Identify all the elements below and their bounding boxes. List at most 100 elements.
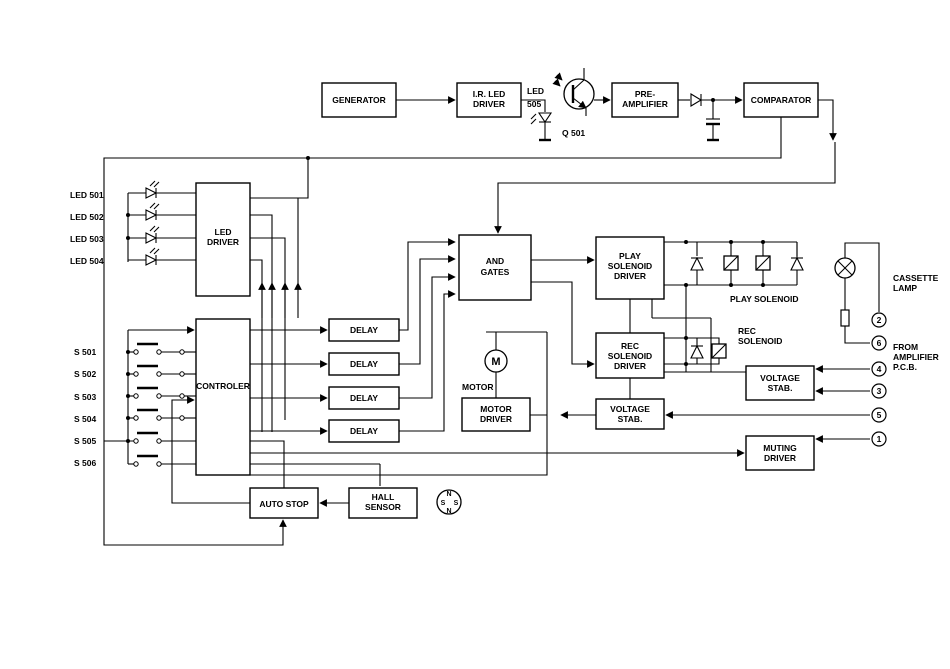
svg-text:MOTOR: MOTOR	[480, 404, 511, 414]
svg-text:PLAY: PLAY	[619, 251, 641, 261]
led-driver-block: LED DRIVER	[195, 182, 251, 297]
svg-text:STAB.: STAB.	[618, 414, 643, 424]
svg-text:6: 6	[877, 338, 882, 348]
svg-text:S 506: S 506	[74, 458, 96, 468]
svg-text:DRIVER: DRIVER	[614, 361, 646, 371]
voltage-stab-block-middle: VOLTAGE STAB.	[595, 398, 665, 430]
svg-text:DRIVER: DRIVER	[207, 237, 239, 247]
terminal-3: 3	[871, 383, 887, 399]
svg-text:AMPLIFIER: AMPLIFIER	[893, 352, 939, 362]
hall-sensor-block: HALL SENSOR	[348, 487, 418, 519]
terminal-5: 5	[871, 407, 887, 423]
rec-solenoid-label: REC	[738, 326, 756, 336]
svg-text:M: M	[491, 356, 500, 368]
svg-text:S 505: S 505	[74, 436, 96, 446]
terminal-4: 4	[871, 361, 887, 377]
svg-text:1: 1	[877, 434, 882, 444]
switch-s501: S 501	[74, 342, 196, 357]
delay-block-4: DELAY	[328, 419, 400, 443]
ir-led-505-icon	[530, 112, 553, 142]
led-502-row: LED 502	[70, 202, 196, 222]
switch-s502: S 502	[74, 364, 196, 379]
terminal-1: 1	[871, 431, 887, 447]
svg-text:STAB.: STAB.	[768, 383, 793, 393]
svg-text:SOLENOID: SOLENOID	[608, 351, 652, 361]
svg-text:DRIVER: DRIVER	[473, 99, 505, 109]
led-505-label: LED	[527, 86, 544, 96]
svg-text:2: 2	[877, 315, 882, 325]
ir-led-driver-block: I.R. LED DRIVER	[456, 82, 522, 118]
muting-driver-block: MUTING DRIVER	[745, 435, 815, 471]
preamplifier-block: PRE- AMPLIFIER	[611, 82, 679, 118]
motor-label: MOTOR	[462, 382, 493, 392]
cassette-lamp-icon	[834, 257, 856, 279]
svg-text:DRIVER: DRIVER	[480, 414, 512, 424]
switch-s503: S 503	[74, 386, 196, 402]
diode-icon	[690, 93, 703, 107]
svg-text:VOLTAGE: VOLTAGE	[610, 404, 650, 414]
and-gates-block: AND GATES	[458, 234, 532, 301]
svg-text:S 504: S 504	[74, 414, 96, 424]
delay-block-1: DELAY	[328, 318, 400, 342]
from-amplifier-label: FROM	[893, 342, 918, 352]
svg-text:I.R. LED: I.R. LED	[473, 89, 506, 99]
svg-text:DELAY: DELAY	[350, 359, 378, 369]
svg-text:LED 501: LED 501	[70, 190, 104, 200]
svg-text:LED: LED	[215, 227, 232, 237]
rec-solenoid-coil-icon	[711, 343, 727, 359]
motor-driver-block: MOTOR DRIVER	[461, 397, 531, 432]
terminal-6: 6	[871, 335, 887, 351]
q501-label: Q 501	[562, 128, 585, 138]
rec-solenoid-diode-icon	[690, 338, 704, 364]
svg-text:AUTO STOP: AUTO STOP	[259, 499, 309, 509]
svg-text:LED 502: LED 502	[70, 212, 104, 222]
phototransistor-q501-icon	[552, 68, 595, 116]
comparator-block: COMPARATOR	[743, 82, 819, 118]
svg-text:HALL: HALL	[372, 492, 395, 502]
svg-text:505: 505	[527, 99, 541, 109]
auto-stop-block: AUTO STOP	[249, 487, 319, 519]
svg-text:MUTING: MUTING	[763, 443, 797, 453]
svg-text:4: 4	[877, 364, 882, 374]
play-solenoid-driver-block: PLAY SOLENOID DRIVER	[595, 236, 665, 300]
svg-text:N: N	[446, 491, 451, 498]
led-504-row: LED 504	[70, 247, 196, 266]
terminal-2: 2	[871, 312, 887, 328]
svg-text:REC: REC	[621, 341, 639, 351]
svg-text:VOLTAGE: VOLTAGE	[760, 373, 800, 383]
svg-text:PRE-: PRE-	[635, 89, 655, 99]
led-503-row: LED 503	[70, 225, 196, 244]
svg-text:S 501: S 501	[74, 347, 96, 357]
svg-text:LAMP: LAMP	[893, 283, 917, 293]
svg-text:DRIVER: DRIVER	[614, 271, 646, 281]
cassette-lamp-label: CASSETTE	[893, 273, 939, 283]
svg-text:5: 5	[877, 410, 882, 420]
controler-block: CONTROLER	[195, 318, 251, 476]
voltage-stab-block-right: VOLTAGE STAB.	[745, 365, 815, 401]
svg-text:3: 3	[877, 386, 882, 396]
svg-text:LED 504: LED 504	[70, 256, 104, 266]
svg-text:S 502: S 502	[74, 369, 96, 379]
svg-text:GENERATOR: GENERATOR	[332, 95, 386, 105]
svg-text:DRIVER: DRIVER	[764, 453, 796, 463]
svg-text:AMPLIFIER: AMPLIFIER	[622, 99, 668, 109]
svg-text:SENSOR: SENSOR	[365, 502, 401, 512]
switch-s504: S 504	[74, 408, 196, 424]
delay-block-3: DELAY	[328, 386, 400, 410]
led-501-row: LED 501	[70, 180, 160, 200]
svg-text:S 503: S 503	[74, 392, 96, 402]
switch-s505: S 505	[74, 431, 196, 446]
generator-block: GENERATOR	[321, 82, 397, 118]
lamp-resistor-icon	[840, 309, 850, 327]
play-solenoid-diode-2-icon	[790, 242, 804, 271]
play-solenoid-diode-icon	[690, 242, 704, 285]
delay-block-2: DELAY	[328, 352, 400, 376]
capacitor-icon	[706, 100, 720, 142]
svg-text:AND: AND	[486, 256, 504, 266]
play-solenoid-coil-2-icon	[755, 242, 771, 285]
svg-text:N: N	[446, 508, 451, 515]
svg-text:LED 503: LED 503	[70, 234, 104, 244]
switch-s506: S 506	[74, 454, 196, 468]
svg-text:SOLENOID: SOLENOID	[608, 261, 652, 271]
